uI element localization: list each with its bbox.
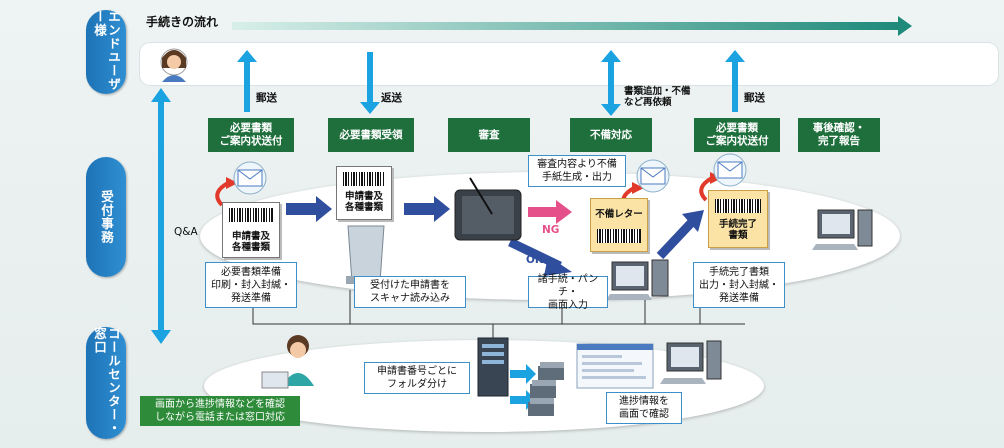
completion-document: 手続完了 書類: [708, 190, 768, 248]
lane-call-center-label: コールセンター・窓口: [92, 327, 121, 435]
lane-end-user-label: エンドユーザー様: [92, 10, 121, 91]
arrow-to-completion: [656, 210, 704, 260]
received-doc-label: 申請書及 各種書類: [344, 191, 383, 213]
ng-arrow: [528, 200, 572, 224]
application-doc-label: 申請書及 各種書類: [231, 231, 270, 253]
lane-reception: 受付事務: [86, 157, 126, 277]
call-center-callout: 画面から進捗情報などを確認 しながら電話または窓口対応: [140, 396, 300, 426]
deficiency-letter-label: 不備レター: [595, 209, 643, 220]
return-label: 返送: [381, 92, 402, 104]
envelope-icon: [636, 159, 670, 193]
flow-arrow: [232, 16, 912, 36]
note-folder: 申請書番号ごとに フォルダ分け: [364, 362, 470, 394]
note-completion-prep: 手続完了書類 出力・封入封緘・ 発送準備: [693, 262, 785, 308]
server-icon: [477, 337, 509, 397]
lane-end-user: エンドユーザー様: [86, 10, 126, 94]
received-document: 申請書及 各種書類: [336, 166, 392, 220]
mail-label-1: 郵送: [256, 92, 277, 104]
docs-missing-arrow: [601, 50, 621, 116]
pc-icon: [660, 340, 722, 384]
docs-missing-label: 書類追加・不備 など再依頼: [624, 86, 691, 108]
pc-icon: [812, 209, 873, 250]
envelope-icon: [233, 161, 267, 195]
note-entry: 諸手続・パンチ・ 画面入力: [528, 274, 608, 311]
note-review-gen: 審査内容より不備 手紙生成・出力: [528, 155, 626, 187]
lane-call-center: コールセンター・窓口: [86, 327, 126, 439]
flow-title: 手続きの流れ: [146, 15, 219, 29]
pc-icon: [606, 259, 669, 300]
arrow-to-review: [404, 196, 450, 222]
user-avatar: [160, 48, 188, 82]
stage-review: 審査: [448, 118, 530, 152]
mail-label-2: 郵送: [744, 92, 765, 104]
deficiency-letter: 不備レター: [590, 198, 648, 252]
application-document: 申請書及 各種書類: [222, 202, 280, 258]
qa-label: Q&A: [174, 226, 198, 238]
lane-reception-label: 受付事務: [99, 190, 114, 244]
stage-receive-docs: 必要書類受領: [328, 118, 414, 152]
qa-arrow: [151, 88, 171, 344]
stage-send-guide-2: 必要書類 ご案内状送付: [694, 118, 780, 152]
pen-tablet-icon: [454, 177, 522, 241]
end-user-bar: [140, 43, 998, 85]
ok-arrow: [508, 237, 572, 276]
arrow-to-received: [286, 196, 332, 222]
folder-icons: [528, 362, 564, 416]
envelope-icon: [713, 153, 747, 187]
note-progress: 進捗情報を 画面で確認: [606, 392, 682, 424]
stage-final-report: 事後確認・ 完了報告: [798, 118, 880, 152]
note-scan: 受付けた申請書を スキャナ読み込み: [354, 276, 466, 308]
stage-send-guide: 必要書類 ご案内状送付: [208, 118, 294, 152]
mail-arrow-2: [725, 50, 745, 112]
network-lines: [252, 290, 745, 340]
progress-screen-image: [576, 343, 654, 389]
operator-avatar: [261, 335, 314, 389]
stage-deficiency: 不備対応: [570, 118, 652, 152]
return-arrow: [360, 52, 380, 114]
mail-arrow-1: [237, 50, 257, 112]
completion-doc-label: 手続完了 書類: [718, 219, 757, 241]
ng-label: NG: [542, 224, 560, 236]
note-prep: 必要書類準備 印刷・封入封緘・ 発送準備: [205, 262, 297, 308]
ok-label: OK: [526, 254, 544, 266]
